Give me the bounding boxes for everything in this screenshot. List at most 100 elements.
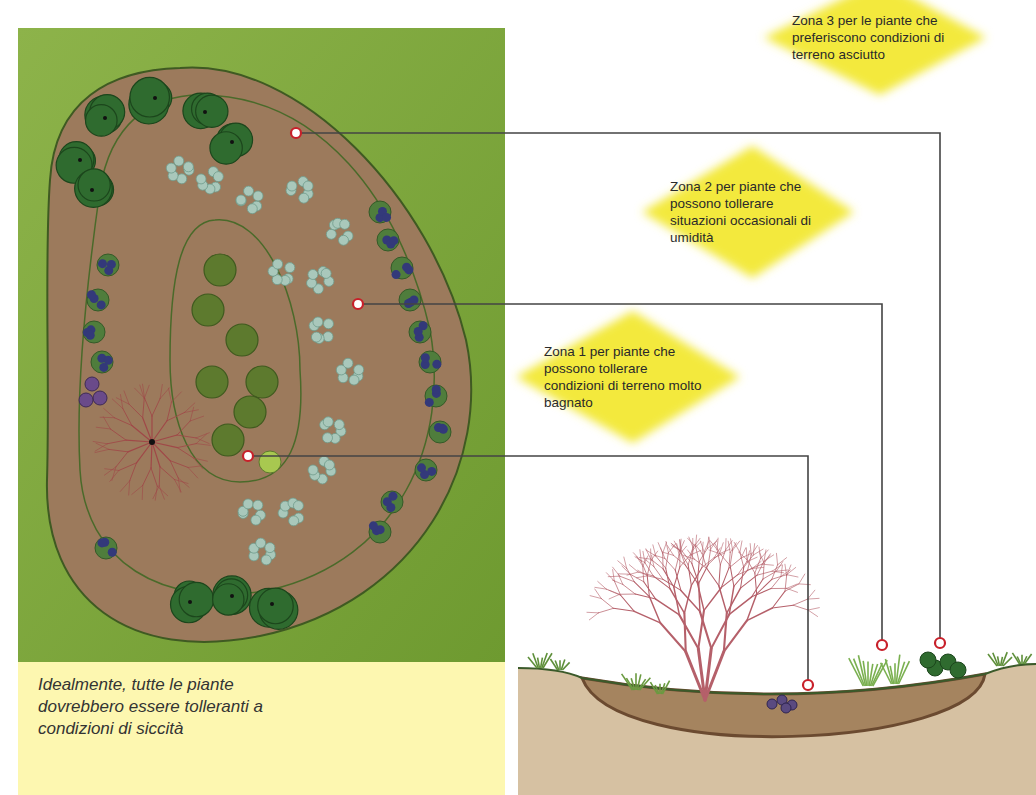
twig (725, 539, 726, 551)
twig (196, 444, 210, 446)
groundcover (261, 555, 271, 565)
twig (699, 583, 700, 611)
highlight-shape (642, 146, 854, 278)
shrub-center (270, 602, 274, 606)
grass-blade (998, 656, 1000, 666)
marker-dot (877, 640, 887, 650)
twig (730, 566, 734, 587)
blue-flower (383, 497, 392, 506)
twig (143, 418, 152, 442)
grass-blade (863, 661, 867, 686)
twig (747, 608, 772, 621)
groundcover (174, 156, 184, 166)
twig (660, 623, 685, 652)
twig (151, 468, 157, 486)
groundcover (166, 163, 176, 173)
twig (595, 589, 601, 599)
twig (719, 565, 720, 586)
twig (808, 610, 818, 616)
marker-dot (243, 451, 253, 461)
twig (679, 615, 698, 649)
flower-foliage (399, 289, 421, 311)
twig (692, 563, 699, 583)
twig (753, 549, 763, 555)
twig (618, 574, 623, 585)
groundcover (183, 162, 193, 172)
twig (190, 407, 193, 421)
twig (126, 440, 152, 442)
groundcover (213, 172, 223, 182)
twig (757, 579, 772, 594)
flower-foliage (87, 289, 109, 311)
blue-flower (392, 270, 401, 279)
twig (160, 388, 169, 399)
shrub (130, 77, 170, 117)
groundcover (334, 420, 344, 430)
groundcover (236, 196, 246, 206)
flower-foliage (91, 351, 113, 373)
flower-foliage (369, 201, 391, 223)
twig (157, 486, 167, 496)
groundcover (338, 235, 348, 245)
purple-flower (79, 393, 93, 407)
grass-blade (655, 685, 659, 694)
wet-plant (246, 366, 278, 398)
flower-foliage (83, 321, 105, 343)
twig (95, 444, 107, 451)
lawn-panel (18, 28, 505, 662)
twig (142, 485, 144, 499)
twig (776, 553, 777, 564)
marker-dot (353, 299, 363, 309)
twig (667, 546, 673, 556)
twig (787, 575, 798, 577)
twig (644, 582, 656, 599)
twig (740, 541, 742, 552)
grass-blade (635, 673, 637, 690)
twig (721, 575, 738, 588)
twig (744, 555, 754, 567)
twig (107, 440, 126, 444)
twig (778, 558, 787, 565)
twig (711, 540, 718, 549)
twig (755, 573, 757, 594)
wet-plant (192, 294, 224, 326)
twig (638, 570, 648, 576)
twig (787, 567, 796, 574)
wet-plant (212, 424, 244, 456)
twig (720, 554, 730, 566)
twig (587, 612, 599, 614)
grass-blade (622, 674, 633, 690)
grass-blade (555, 661, 559, 670)
twig (151, 416, 152, 442)
twig (647, 576, 649, 597)
twig (704, 588, 721, 611)
twig (159, 486, 164, 499)
twig (763, 563, 764, 579)
zone-label: Zona 2 per piante che possono tollerare … (670, 178, 818, 246)
twig (727, 588, 741, 613)
blue-flower (87, 290, 96, 299)
dry-plant (920, 652, 936, 668)
blue-flower (439, 425, 448, 434)
shrub (213, 576, 251, 614)
groundcover (247, 204, 257, 214)
twig (688, 538, 696, 546)
twig (787, 565, 791, 576)
twig (128, 442, 152, 452)
groundcover (196, 174, 206, 184)
shrub (196, 95, 228, 127)
flower-foliage (415, 459, 437, 481)
zone-1-boundary (170, 220, 301, 482)
groundcover (323, 332, 333, 342)
blue-flower (104, 356, 113, 365)
wet-plant (204, 254, 236, 286)
twig (702, 542, 703, 553)
leader-line (248, 456, 808, 680)
twig (645, 563, 653, 576)
shrub (179, 582, 213, 616)
twig (140, 385, 144, 399)
twig (808, 598, 820, 600)
twig (120, 395, 122, 409)
grass-blade (899, 661, 910, 684)
